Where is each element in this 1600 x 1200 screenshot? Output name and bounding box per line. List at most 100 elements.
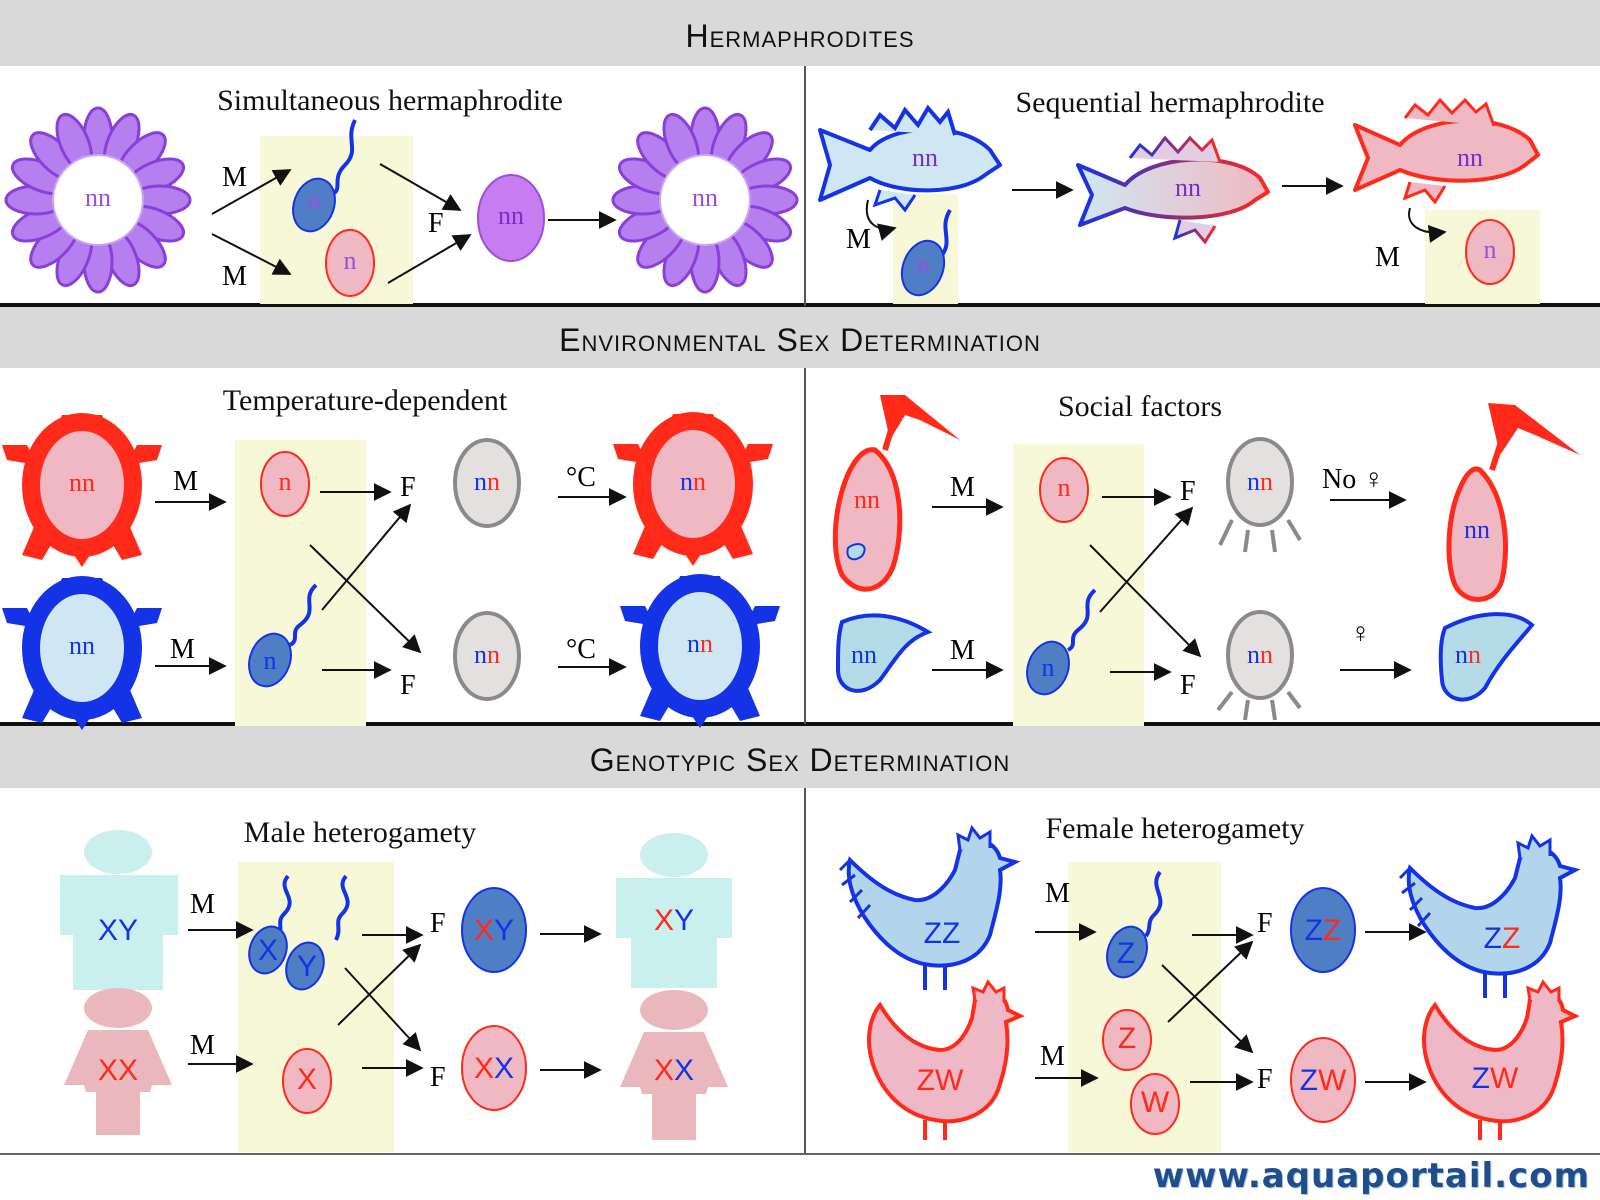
sperm-x-label: X bbox=[258, 934, 278, 967]
female-symbol-label: ♀ bbox=[1350, 618, 1371, 649]
zygote-label: nn bbox=[474, 467, 500, 496]
egg-label: n bbox=[1058, 473, 1071, 502]
fish-icon-transition: nn bbox=[1076, 135, 1270, 245]
human-female-icon: XX bbox=[620, 990, 728, 1140]
hen-parent-label: ZW bbox=[917, 1064, 964, 1097]
panel-title-temperature: Temperature-dependent bbox=[222, 384, 508, 417]
rooster-icon: ZZ bbox=[838, 824, 1021, 990]
flower-parent-label: nn bbox=[85, 183, 111, 212]
larva-icon: nn bbox=[1216, 610, 1302, 721]
turtle-offspring-label: nn bbox=[687, 629, 713, 658]
rooster-offspring-label: ZZ bbox=[1484, 922, 1521, 955]
watermark: www.aquaportail.com bbox=[1152, 1156, 1590, 1196]
worm-parent-label: nn bbox=[854, 485, 880, 514]
sperm-label: n bbox=[917, 249, 930, 278]
sperm-z-label: Z bbox=[1117, 937, 1135, 970]
male-gamete-label: M bbox=[950, 635, 975, 666]
fish-male-label: nn bbox=[912, 143, 938, 172]
zygote-label: XX bbox=[474, 1052, 514, 1085]
egg-w-label: W bbox=[1141, 1086, 1170, 1119]
section-divider bbox=[0, 303, 1600, 307]
zygote-label: ZZ bbox=[1305, 914, 1342, 947]
worm-icon-male: nn bbox=[1438, 612, 1535, 702]
panel-title-male-het: Male heterogamety bbox=[243, 816, 477, 849]
turtle-icon-blue: nn bbox=[2, 576, 162, 730]
section-header-genotypic: Genotypic Sex Determination bbox=[0, 726, 1600, 788]
egg-z-label: Z bbox=[1118, 1022, 1136, 1055]
male-gamete-label: M bbox=[222, 261, 247, 292]
fish-icon-male: nn bbox=[818, 104, 1002, 213]
female-label: F bbox=[1180, 476, 1196, 507]
turtle-parent-label: nn bbox=[69, 631, 95, 660]
turtle-parent-label: nn bbox=[69, 468, 95, 497]
no-female-label: No ♀ bbox=[1322, 464, 1384, 495]
panel-title-sequential: Sequential hermaphrodite bbox=[1015, 86, 1325, 119]
larva-icon: nn bbox=[1218, 437, 1302, 553]
female-label: F bbox=[428, 208, 444, 239]
zygote-label: nn bbox=[474, 640, 500, 669]
sperm-y-label: Y bbox=[297, 950, 317, 983]
section-title: Hermaphrodites bbox=[685, 18, 915, 54]
female-label: F bbox=[430, 1062, 446, 1093]
male-gamete-label: M bbox=[190, 1030, 215, 1061]
panel-divider bbox=[804, 788, 806, 1154]
human-male-icon: XY bbox=[616, 833, 732, 988]
panel-divider bbox=[804, 66, 806, 306]
sperm-label: n bbox=[264, 646, 277, 675]
rooster-icon: ZZ bbox=[1398, 832, 1581, 998]
fish-transition-label: nn bbox=[1175, 173, 1201, 202]
male-gamete-label: M bbox=[950, 472, 975, 503]
female-label: F bbox=[400, 670, 416, 701]
worm-icon-female: nn bbox=[1446, 403, 1580, 602]
sperm-label: n bbox=[1042, 653, 1055, 682]
male-gamete-label: M bbox=[170, 634, 195, 665]
worm-parent-label: nn bbox=[851, 640, 877, 669]
father-label: XY bbox=[98, 914, 138, 947]
mother-label: XX bbox=[98, 1054, 138, 1087]
fish-female-label: nn bbox=[1457, 143, 1483, 172]
sperm-label: n bbox=[308, 185, 321, 214]
section-divider bbox=[0, 722, 1600, 726]
male-gamete-label: M bbox=[846, 224, 871, 255]
egg-label: n bbox=[279, 467, 292, 496]
zygote-label: nn bbox=[498, 201, 524, 230]
panel-divider bbox=[804, 368, 806, 724]
female-label: F bbox=[1180, 670, 1196, 701]
turtle-icon-red: nn bbox=[613, 412, 773, 566]
zygote-label: nn bbox=[1247, 467, 1273, 496]
worm-offspring-label: nn bbox=[1464, 515, 1490, 544]
egg-x-label: X bbox=[297, 1063, 317, 1096]
worm-icon-male: nn bbox=[835, 613, 933, 693]
flower-offspring-label: nn bbox=[692, 183, 718, 212]
male-gamete-label: M bbox=[173, 466, 198, 497]
female-label: F bbox=[1257, 908, 1273, 939]
section-header-environmental: Environmental Sex Determination bbox=[0, 306, 1600, 368]
flower-icon: nn bbox=[4, 106, 192, 294]
son-label: XY bbox=[654, 904, 694, 937]
zygote-label: nn bbox=[1247, 640, 1273, 669]
fish-icon-female: nn bbox=[1353, 97, 1540, 205]
zygote-label: ZW bbox=[1300, 1064, 1347, 1097]
temperature-label: °C bbox=[566, 462, 596, 493]
temperature-label: °C bbox=[566, 634, 596, 665]
male-gamete-label: M bbox=[1040, 1041, 1065, 1072]
panel-title-simultaneous: Simultaneous hermaphrodite bbox=[217, 84, 563, 117]
turtle-icon-blue: nn bbox=[620, 574, 780, 728]
human-male-icon: XY bbox=[60, 830, 178, 990]
male-gamete-label: M bbox=[222, 162, 247, 193]
section-title: Environmental Sex Determination bbox=[559, 322, 1041, 358]
panel-title-social: Social factors bbox=[1057, 390, 1223, 423]
turtle-icon-red: nn bbox=[2, 413, 162, 567]
female-label: F bbox=[430, 908, 446, 939]
zygote-label: XY bbox=[474, 914, 514, 947]
hen-icon: ZW bbox=[1422, 979, 1580, 1140]
egg-label: n bbox=[344, 246, 357, 275]
panel-title-female-het: Female heterogamety bbox=[1045, 812, 1305, 845]
daughter-label: XX bbox=[654, 1054, 694, 1087]
section-title: Genotypic Sex Determination bbox=[589, 742, 1011, 778]
hen-offspring-label: ZW bbox=[1472, 1062, 1519, 1095]
section-header-hermaphrodites: Hermaphrodites bbox=[0, 0, 1600, 66]
rooster-parent-label: ZZ bbox=[924, 917, 961, 950]
egg-label: n bbox=[1484, 235, 1497, 264]
